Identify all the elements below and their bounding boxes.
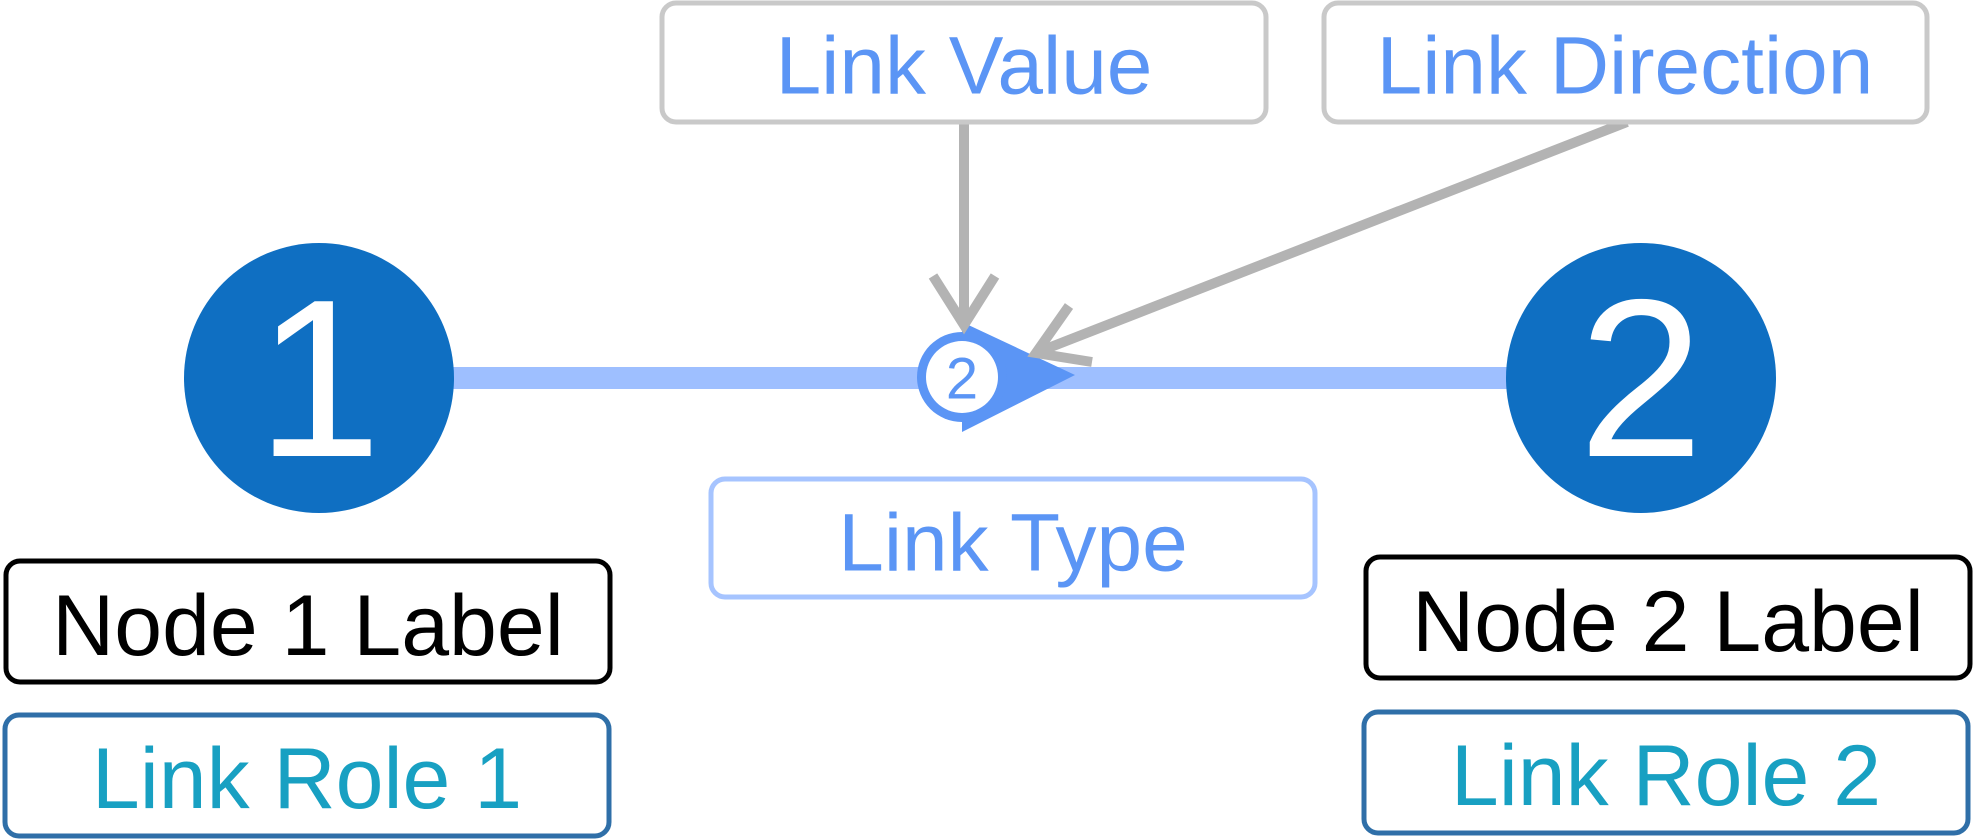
node-2-number: 2 — [1578, 252, 1703, 504]
link-value-box[interactable]: Link Value — [659, 0, 1269, 125]
link-role-1-label: Link Role 1 — [92, 731, 522, 827]
link-value-pointer-arrowhead-icon — [928, 273, 1000, 335]
node-1[interactable]: 1 — [184, 243, 454, 513]
node-2-circle — [1506, 243, 1776, 513]
link-role-1-box[interactable]: Link Role 1 — [2, 712, 612, 839]
link-value-label: Link Value — [776, 21, 1153, 112]
link-direction-marker[interactable]: 2 — [917, 322, 1075, 432]
node-1-circle — [184, 243, 454, 513]
link-direction-box[interactable]: Link Direction — [1321, 0, 1930, 125]
node-2-label-box[interactable]: Node 2 Label — [1363, 554, 1973, 681]
link-direction-pointer — [1027, 117, 1629, 367]
node-1-label: Node 1 Label — [52, 578, 564, 674]
link-value-badge: 2 — [946, 347, 978, 412]
node-2-label: Node 2 Label — [1412, 574, 1924, 670]
link-direction-label: Link Direction — [1377, 21, 1874, 112]
link-type-box[interactable]: Link Type — [708, 476, 1318, 600]
node-2[interactable]: 2 — [1506, 243, 1776, 513]
link-role-2-box[interactable]: Link Role 2 — [1361, 709, 1971, 836]
node-1-label-box[interactable]: Node 1 Label — [3, 558, 613, 685]
link-value-pointer — [928, 124, 1000, 335]
link-type-label: Link Type — [838, 498, 1188, 589]
node-1-number: 1 — [256, 252, 381, 504]
link-role-2-label: Link Role 2 — [1451, 728, 1881, 824]
link-value-badge-inner — [926, 341, 998, 413]
link-direction-pointer-arrowhead-icon — [1027, 303, 1093, 367]
